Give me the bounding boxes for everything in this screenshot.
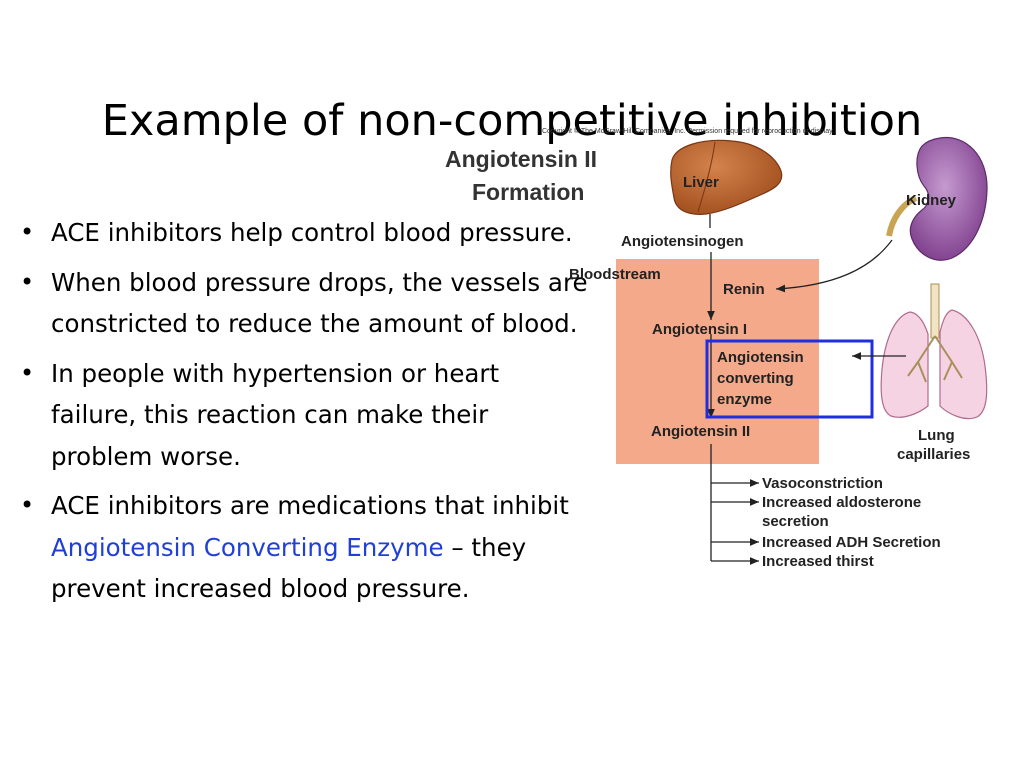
bloodstream-box [616,259,819,464]
lung-label-line2: capillaries [897,446,970,463]
slide-title: Example of non-competitive inhibition [101,95,923,146]
liver-lobe-line [697,141,716,213]
ace-label-line3: enzyme [717,391,772,408]
bullet-dot-icon: • [20,218,35,246]
bullet-text: ACE inhibitors help control blood pressu… [51,218,573,247]
angiotensin1-label: Angiotensin I [652,321,747,338]
bloodstream-label: Bloodstream [569,266,661,283]
angiotensin-diagram: Copyright © The McGraw-Hill Companies, I… [445,127,988,570]
bullet-text: When blood pressure drops, the vessels a… [51,267,588,339]
bullet-dot-icon: • [20,491,35,519]
ace-label-line2: converting [717,370,794,387]
effect-aldosterone: Increased aldosterone [762,494,921,511]
bullet-item: • When blood pressure drops, the vessels … [18,262,588,345]
left-lung-icon [880,311,929,418]
bullet-list: • ACE inhibitors help control blood press… [18,212,588,618]
kidney-to-renin-arrow [775,239,893,293]
ace-label-line1: Angiotensin [717,349,804,366]
diagram-title-line1: Angiotensin II [445,146,597,172]
angiotensin2-label: Angiotensin II [651,423,750,440]
bullet-dot-icon: • [20,358,35,387]
highlighted-term: Angiotensin Converting Enzyme [51,532,444,562]
kidney-label: Kidney [906,192,957,209]
bullet-dot-icon: • [20,267,35,296]
bullet-item: • In people with hypertension or heart fa… [18,353,588,478]
ureter-icon [886,195,918,237]
bullet-item: • ACE inhibitors are medications that inh… [18,485,588,610]
trachea-icon [930,283,940,339]
diagram-title-line2: Formation [472,179,584,205]
liver-label: Liver [683,174,719,191]
right-lung-icon [939,309,988,420]
effect-vasoconstriction: Vasoconstriction [762,475,883,492]
bullet-text-before: ACE inhibitors are medications that inhi… [51,491,569,520]
effect-aldosterone-secretion: secretion [762,513,829,530]
ace-highlight-box [705,339,874,419]
bullet-text: In people with hypertension or heart fai… [51,358,500,471]
effect-adh: Increased ADH Secretion [762,534,941,551]
renin-label: Renin [723,281,765,298]
angiotensinogen-label: Angiotensinogen [621,233,744,250]
bullet-item: • ACE inhibitors help control blood press… [18,212,588,254]
kidney-icon [909,136,988,261]
bullet-text-after: – they prevent increased blood pressure. [51,532,527,604]
liver-icon [670,139,783,215]
lung-label-line1: Lung [918,427,955,444]
copyright-text: Copyright © The McGraw-Hill Companies, I… [542,127,834,135]
bronchi-icon [907,335,963,383]
effect-thirst: Increased thirst [762,553,874,570]
